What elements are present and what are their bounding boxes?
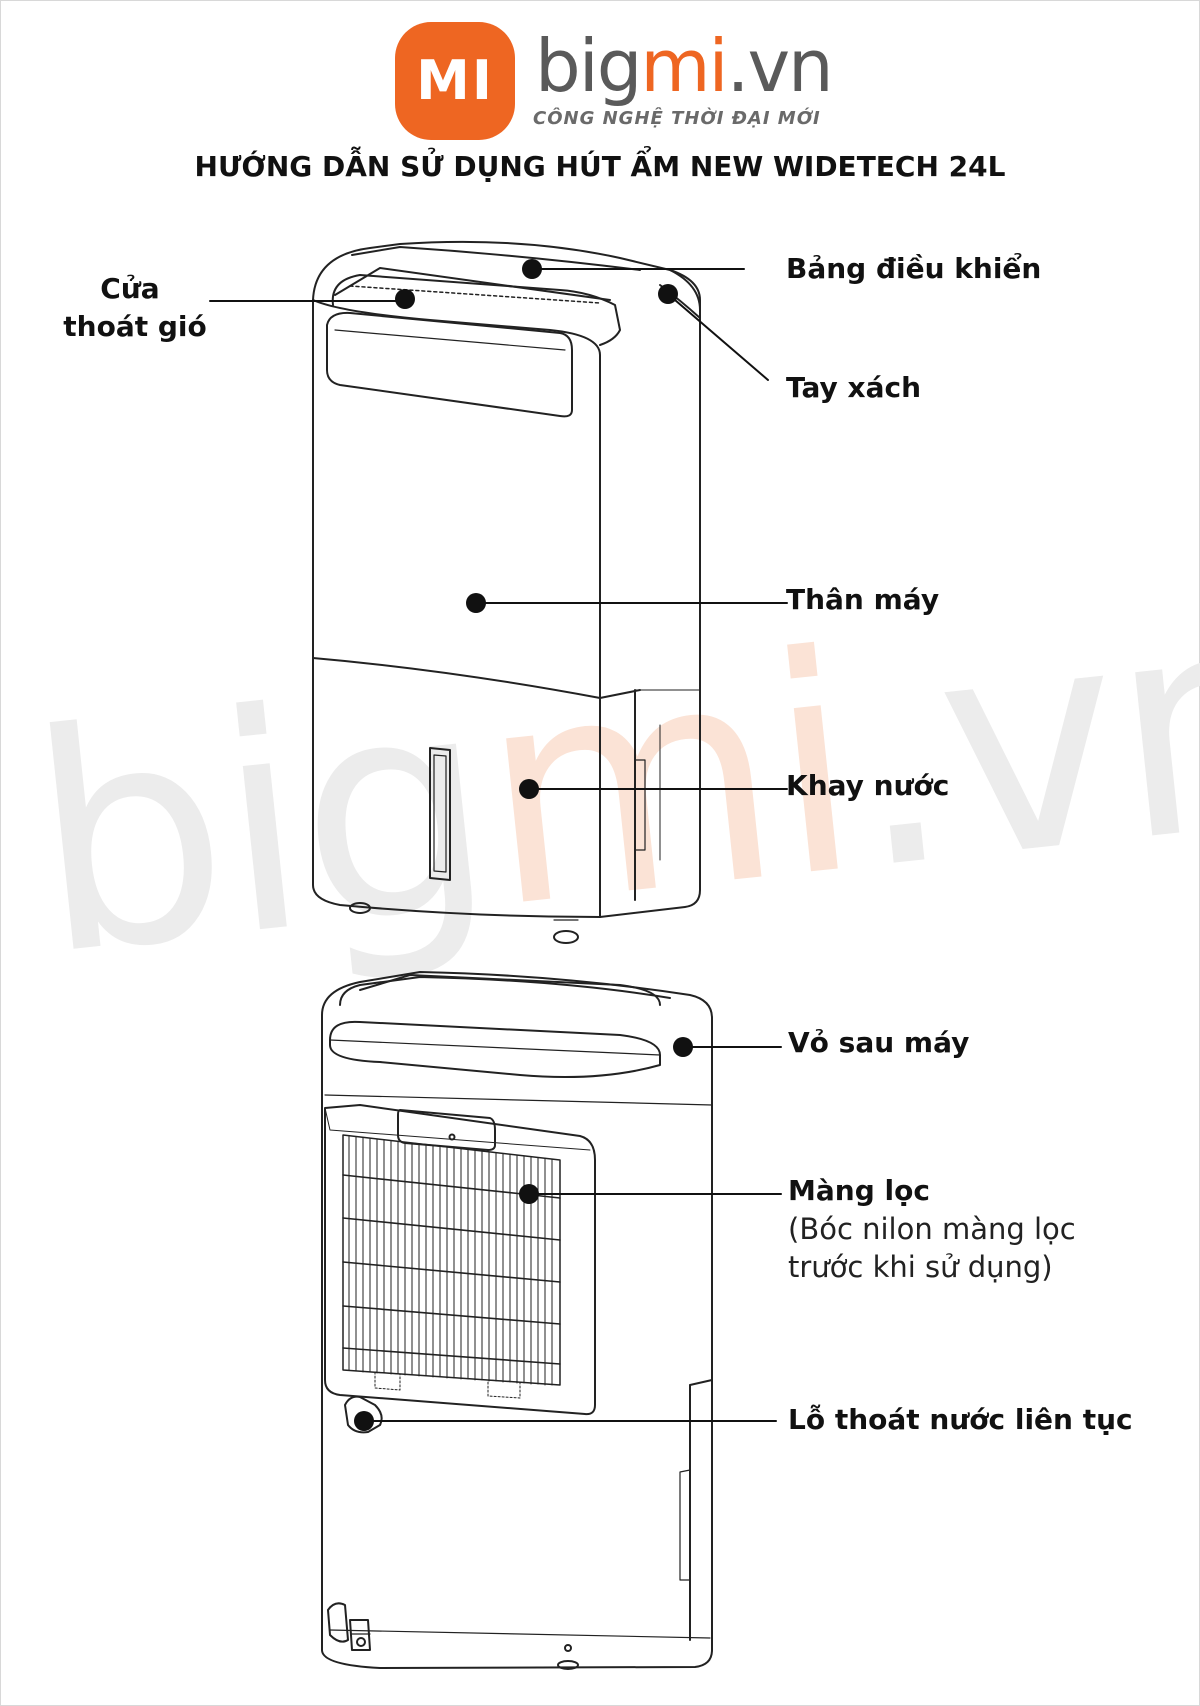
brand-name-part2: .vn <box>726 24 834 108</box>
brand-name-highlight: mi <box>640 24 728 108</box>
label-body: Thân máy <box>786 583 940 616</box>
dot-body <box>466 593 486 613</box>
label-air-outlet-line2: thoát gió <box>63 310 207 343</box>
dot-handle <box>658 284 678 304</box>
dot-water-tray <box>519 779 539 799</box>
front-unit <box>312 240 701 944</box>
label-handle: Tay xách <box>786 371 922 404</box>
mi-logo-text: MI <box>416 49 494 112</box>
dot-back-cover <box>673 1037 693 1057</box>
dot-control-panel <box>522 259 542 279</box>
callout-dots <box>354 259 693 1431</box>
brand-name: bigmi.vn <box>535 24 834 108</box>
filter-note-line2: trước khi sử dụng) <box>788 1250 1053 1284</box>
page-title: HƯỚNG DẪN SỬ DỤNG HÚT ẨM NEW WIDETECH 24… <box>194 150 1006 183</box>
dot-drain-hole <box>354 1411 374 1431</box>
label-control-panel: Bảng điều khiển <box>786 252 1042 285</box>
dot-air-outlet <box>395 289 415 309</box>
dot-filter <box>519 1184 539 1204</box>
brand-name-part1: big <box>535 24 642 108</box>
brand-slogan: CÔNG NGHỆ THỜI ĐẠI MỚI <box>533 108 821 129</box>
label-filter: Màng lọc <box>788 1174 930 1207</box>
label-back-cover: Vỏ sau máy <box>788 1026 970 1059</box>
label-air-outlet-line1: Cửa <box>100 272 160 305</box>
callout-lines <box>209 268 788 1422</box>
filter-grid <box>342 1135 561 1386</box>
filter-note-line1: (Bóc nilon màng lọc <box>788 1212 1076 1246</box>
back-unit <box>321 971 713 1670</box>
label-drain-hole: Lỗ thoát nước liên tục <box>788 1403 1133 1436</box>
brand-header: MI bigmi.vn CÔNG NGHỆ THỜI ĐẠI MỚI <box>395 22 834 147</box>
mi-logo <box>395 22 515 140</box>
label-water-tray: Khay nước <box>786 769 950 802</box>
